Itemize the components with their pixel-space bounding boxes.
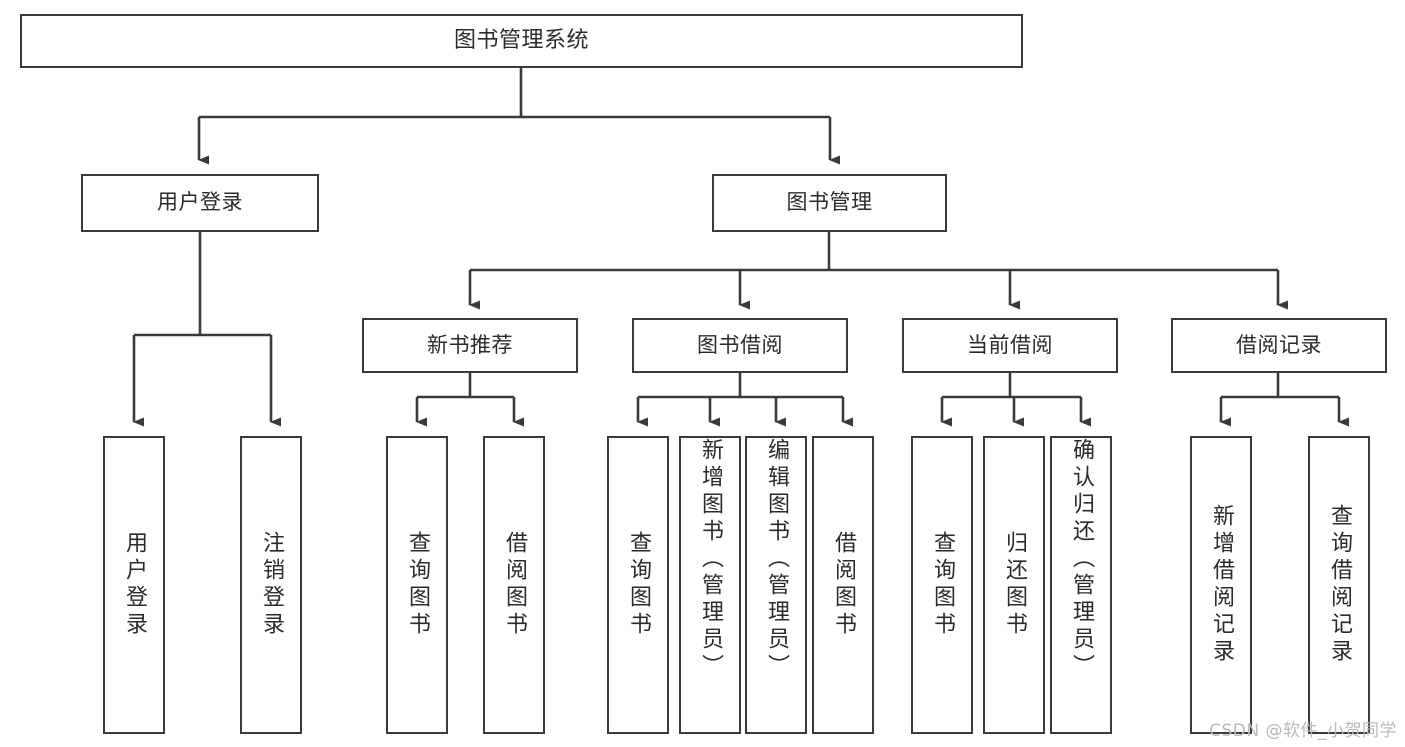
leaf-user-login[interactable]: 用户登录 xyxy=(103,436,165,734)
node-book-borrow[interactable]: 图书借阅 xyxy=(632,318,848,373)
leaf-query-book-1-label: 查询图书 xyxy=(404,531,430,639)
leaf-query-book-1[interactable]: 查询图书 xyxy=(386,436,448,734)
leaf-query-record-label: 查询借阅记录 xyxy=(1326,504,1352,666)
leaf-query-book-2-label: 查询图书 xyxy=(625,531,651,639)
leaf-return-book-label: 归还图书 xyxy=(1001,531,1027,639)
leaf-borrow-book-1-label: 借阅图书 xyxy=(501,531,527,639)
leaf-return-book[interactable]: 归还图书 xyxy=(983,436,1045,734)
leaf-borrow-book-2[interactable]: 借阅图书 xyxy=(812,436,874,734)
node-new-book-recommend-label: 新书推荐 xyxy=(427,332,513,357)
node-new-book-recommend[interactable]: 新书推荐 xyxy=(362,318,578,373)
leaf-user-login-label: 用户登录 xyxy=(121,531,147,639)
leaf-confirm-return[interactable]: 确认归还（管理员） xyxy=(1050,436,1112,734)
leaf-add-book-label: 新增图书（管理员） xyxy=(697,438,723,681)
leaf-confirm-return-label: 确认归还（管理员） xyxy=(1068,438,1094,681)
node-root-label: 图书管理系统 xyxy=(453,27,589,53)
leaf-add-record[interactable]: 新增借阅记录 xyxy=(1190,436,1252,734)
leaf-query-record[interactable]: 查询借阅记录 xyxy=(1308,436,1370,734)
node-borrow-record-label: 借阅记录 xyxy=(1236,332,1322,357)
leaf-user-logout-label: 注销登录 xyxy=(258,531,284,639)
leaf-edit-book[interactable]: 编辑图书（管理员） xyxy=(745,436,807,734)
leaf-query-book-3-label: 查询图书 xyxy=(929,531,955,639)
leaf-user-logout[interactable]: 注销登录 xyxy=(240,436,302,734)
leaf-add-record-label: 新增借阅记录 xyxy=(1208,504,1234,666)
node-user-login-label: 用户登录 xyxy=(157,190,243,215)
node-book-manage-label: 图书管理 xyxy=(786,190,873,215)
leaf-query-book-3[interactable]: 查询图书 xyxy=(911,436,973,734)
csdn-watermark: CSDN @软件_小贺同学 xyxy=(1209,721,1397,741)
leaf-borrow-book-2-label: 借阅图书 xyxy=(830,531,856,639)
leaf-edit-book-label: 编辑图书（管理员） xyxy=(763,438,789,681)
leaf-borrow-book-1[interactable]: 借阅图书 xyxy=(483,436,545,734)
node-book-manage[interactable]: 图书管理 xyxy=(712,174,947,232)
leaf-add-book[interactable]: 新增图书（管理员） xyxy=(679,436,741,734)
node-current-borrow-label: 当前借阅 xyxy=(967,332,1053,357)
node-current-borrow[interactable]: 当前借阅 xyxy=(902,318,1118,373)
node-user-login[interactable]: 用户登录 xyxy=(81,174,319,232)
node-borrow-record[interactable]: 借阅记录 xyxy=(1171,318,1387,373)
node-book-borrow-label: 图书借阅 xyxy=(697,332,783,357)
node-root[interactable]: 图书管理系统 xyxy=(20,14,1023,68)
leaf-query-book-2[interactable]: 查询图书 xyxy=(607,436,669,734)
